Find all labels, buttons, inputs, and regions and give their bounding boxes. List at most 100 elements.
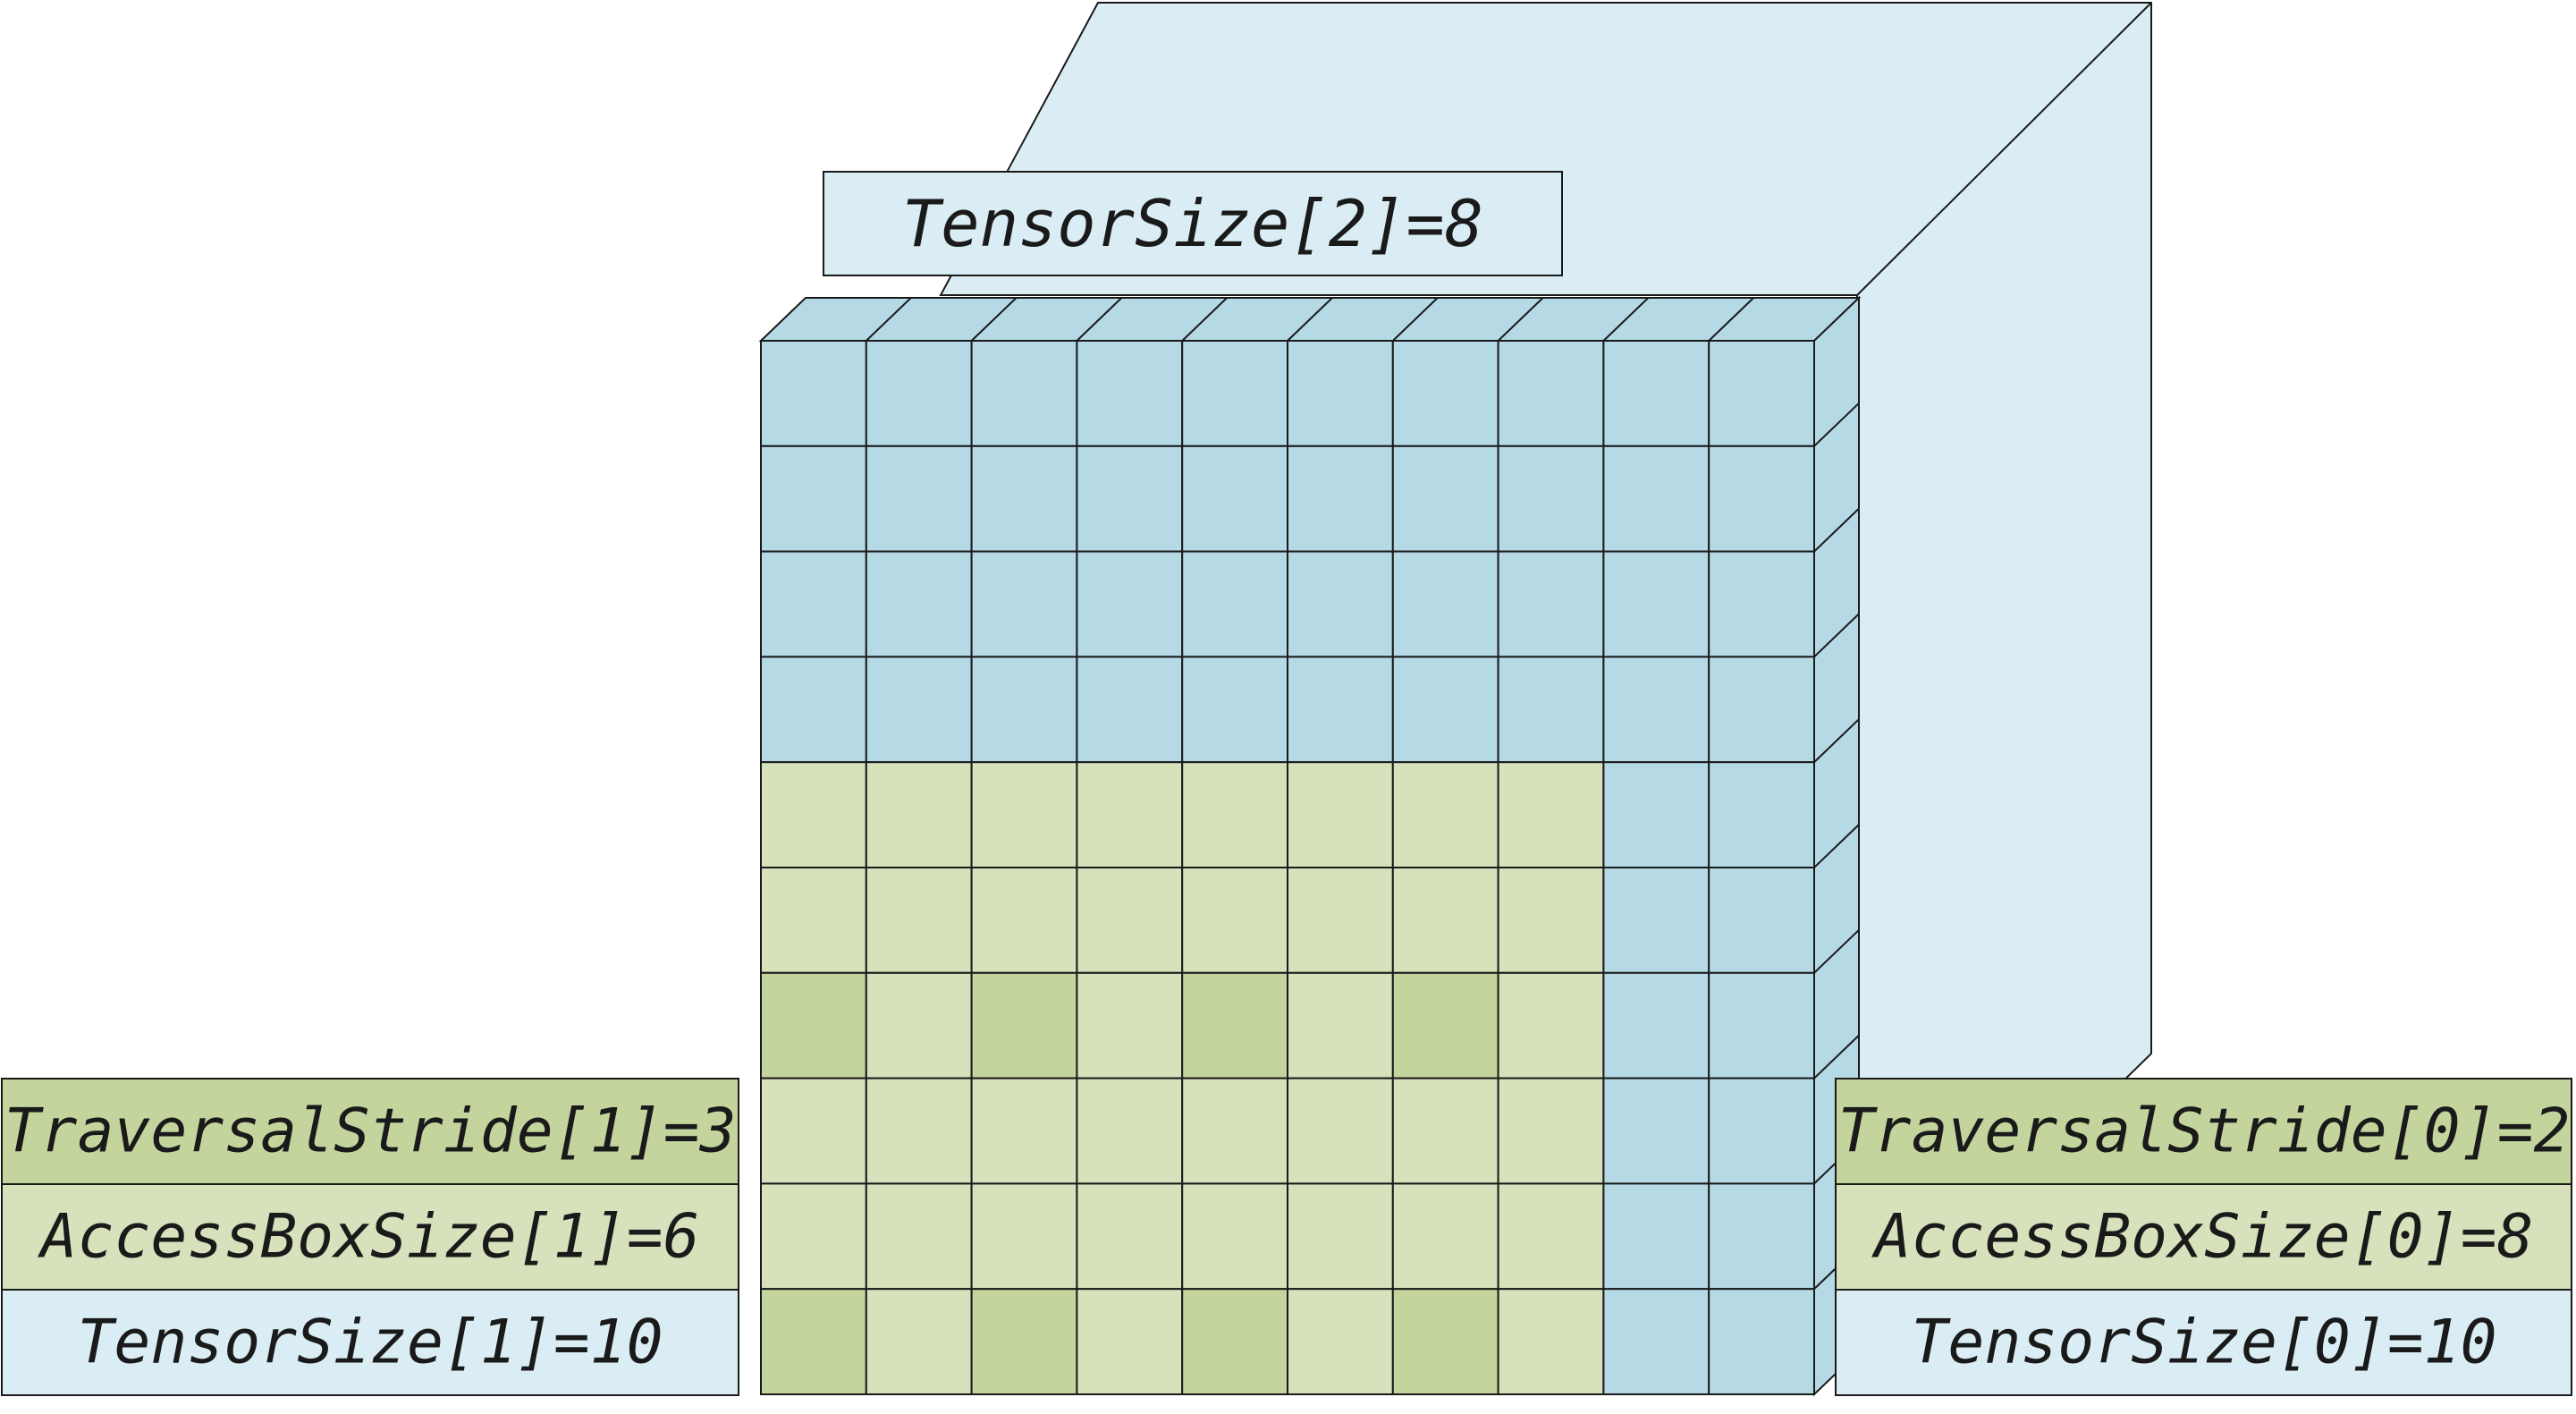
- left-stride-text: TraversalStride[1]=3: [4, 1096, 737, 1167]
- grid-cell: [865, 340, 973, 447]
- grid-cell: [1287, 971, 1394, 1080]
- grid-cell: [1076, 550, 1184, 658]
- grid-cell: [1391, 340, 1499, 447]
- grid-cell: [865, 1288, 973, 1395]
- right-label-stack: TraversalStride[0]=2 AccessBoxSize[0]=8 …: [1835, 1078, 2572, 1396]
- grid-cell: [1076, 761, 1184, 869]
- grid-cell: [1708, 340, 1815, 447]
- grid-top-edge: [1076, 297, 1123, 342]
- grid-cell: [865, 445, 973, 553]
- grid-cell: [1497, 340, 1605, 447]
- grid-cell: [970, 971, 1078, 1080]
- grid-side-edge: [1813, 507, 1860, 553]
- grid-cell: [1181, 1182, 1288, 1291]
- left-access-text: AccessBoxSize[1]=6: [38, 1202, 700, 1273]
- grid-cell: [1287, 656, 1394, 764]
- grid-cell: [760, 656, 867, 764]
- grid-cell: [1391, 656, 1499, 764]
- grid-cell: [1497, 1288, 1605, 1395]
- left-tensor-box: [1, 1289, 739, 1396]
- grid-cell: [1602, 1077, 1710, 1185]
- grid-cell: [1497, 1077, 1605, 1185]
- right-access-box: [1835, 1183, 2572, 1291]
- grid-cell: [970, 1077, 1078, 1185]
- grid-side-edge: [1813, 718, 1860, 763]
- grid-cell: [1287, 550, 1394, 658]
- grid-cell: [1076, 656, 1184, 764]
- grid-cell: [1497, 550, 1605, 658]
- grid-cell: [970, 340, 1078, 447]
- grid-cell: [1497, 761, 1605, 869]
- left-tensor-text: TensorSize[1]=10: [77, 1308, 663, 1378]
- grid-cell: [760, 550, 867, 658]
- grid-cell: [1391, 1288, 1499, 1395]
- right-tensor-box: [1835, 1289, 2572, 1396]
- grid-top-edge: [970, 297, 1018, 342]
- grid-cell: [1708, 656, 1815, 764]
- grid-side-edge: [1813, 929, 1860, 974]
- grid-side-edge: [1813, 613, 1860, 658]
- grid-cell: [1181, 445, 1288, 553]
- grid-cell: [1602, 656, 1710, 764]
- tensor-size-2-text: TensorSize[2]=8: [902, 186, 1483, 261]
- right-stride-text: TraversalStride[0]=2: [1838, 1096, 2571, 1167]
- grid-top-edge: [1708, 297, 1754, 342]
- grid-side-edge: [1813, 824, 1860, 868]
- grid-cell: [760, 445, 867, 553]
- grid-cell: [1391, 761, 1499, 869]
- grid-cell: [1181, 1077, 1288, 1185]
- grid-cell: [865, 656, 973, 764]
- grid-cell: [1287, 761, 1394, 869]
- grid-cell: [1076, 971, 1184, 1080]
- grid-cell: [865, 761, 973, 869]
- grid-cell: [1076, 867, 1184, 974]
- grid-cell: [1602, 445, 1710, 553]
- grid-cell: [1181, 867, 1288, 974]
- grid-cell: [1076, 1182, 1184, 1291]
- grid-cell: [1708, 1288, 1815, 1395]
- grid-cell: [865, 550, 973, 658]
- grid-top-edge: [1181, 297, 1228, 342]
- grid-cell: [1287, 1077, 1394, 1185]
- grid-cell: [1287, 445, 1394, 553]
- grid-cell: [760, 340, 867, 447]
- grid-cell: [1708, 445, 1815, 553]
- grid-cell: [1181, 1288, 1288, 1395]
- tensor-size-2-label: TensorSize[2]=8: [823, 171, 1563, 276]
- grid-cell: [970, 445, 1078, 553]
- grid-cell: [970, 656, 1078, 764]
- grid-cell: [1181, 761, 1288, 869]
- right-stride-box: [1835, 1078, 2572, 1185]
- grid-cell: [1181, 656, 1288, 764]
- grid-cell: [760, 761, 867, 869]
- grid-cell: [1602, 550, 1710, 658]
- grid-cell: [760, 1182, 867, 1291]
- right-access-text: AccessBoxSize[0]=8: [1871, 1202, 2534, 1273]
- grid-cell: [1602, 1288, 1710, 1395]
- grid-cell: [1391, 445, 1499, 553]
- grid-cell: [1181, 340, 1288, 447]
- grid-cell: [1287, 867, 1394, 974]
- grid-cell: [1391, 550, 1499, 658]
- tensor-back-edge: [1856, 2, 2152, 296]
- grid-cell: [1497, 445, 1605, 553]
- grid-cell: [760, 1077, 867, 1185]
- grid-cell: [760, 971, 867, 1080]
- grid-cell: [865, 971, 973, 1080]
- grid-cell: [1602, 867, 1710, 974]
- grid-cell: [865, 1182, 973, 1291]
- grid-cell: [1602, 1182, 1710, 1291]
- grid-cell: [1181, 550, 1288, 658]
- tensor-grid: [758, 295, 1862, 1397]
- grid-cell: [1708, 761, 1815, 869]
- grid-cell: [970, 550, 1078, 658]
- grid-cell: [865, 1077, 973, 1185]
- grid-cell: [1497, 867, 1605, 974]
- grid-top-edge: [1392, 297, 1439, 342]
- left-stride-box: [1, 1078, 739, 1185]
- grid-cell: [1287, 1182, 1394, 1291]
- grid-top-edge: [1497, 297, 1544, 342]
- grid-cell: [1708, 1182, 1815, 1291]
- grid-cell: [1391, 1182, 1499, 1291]
